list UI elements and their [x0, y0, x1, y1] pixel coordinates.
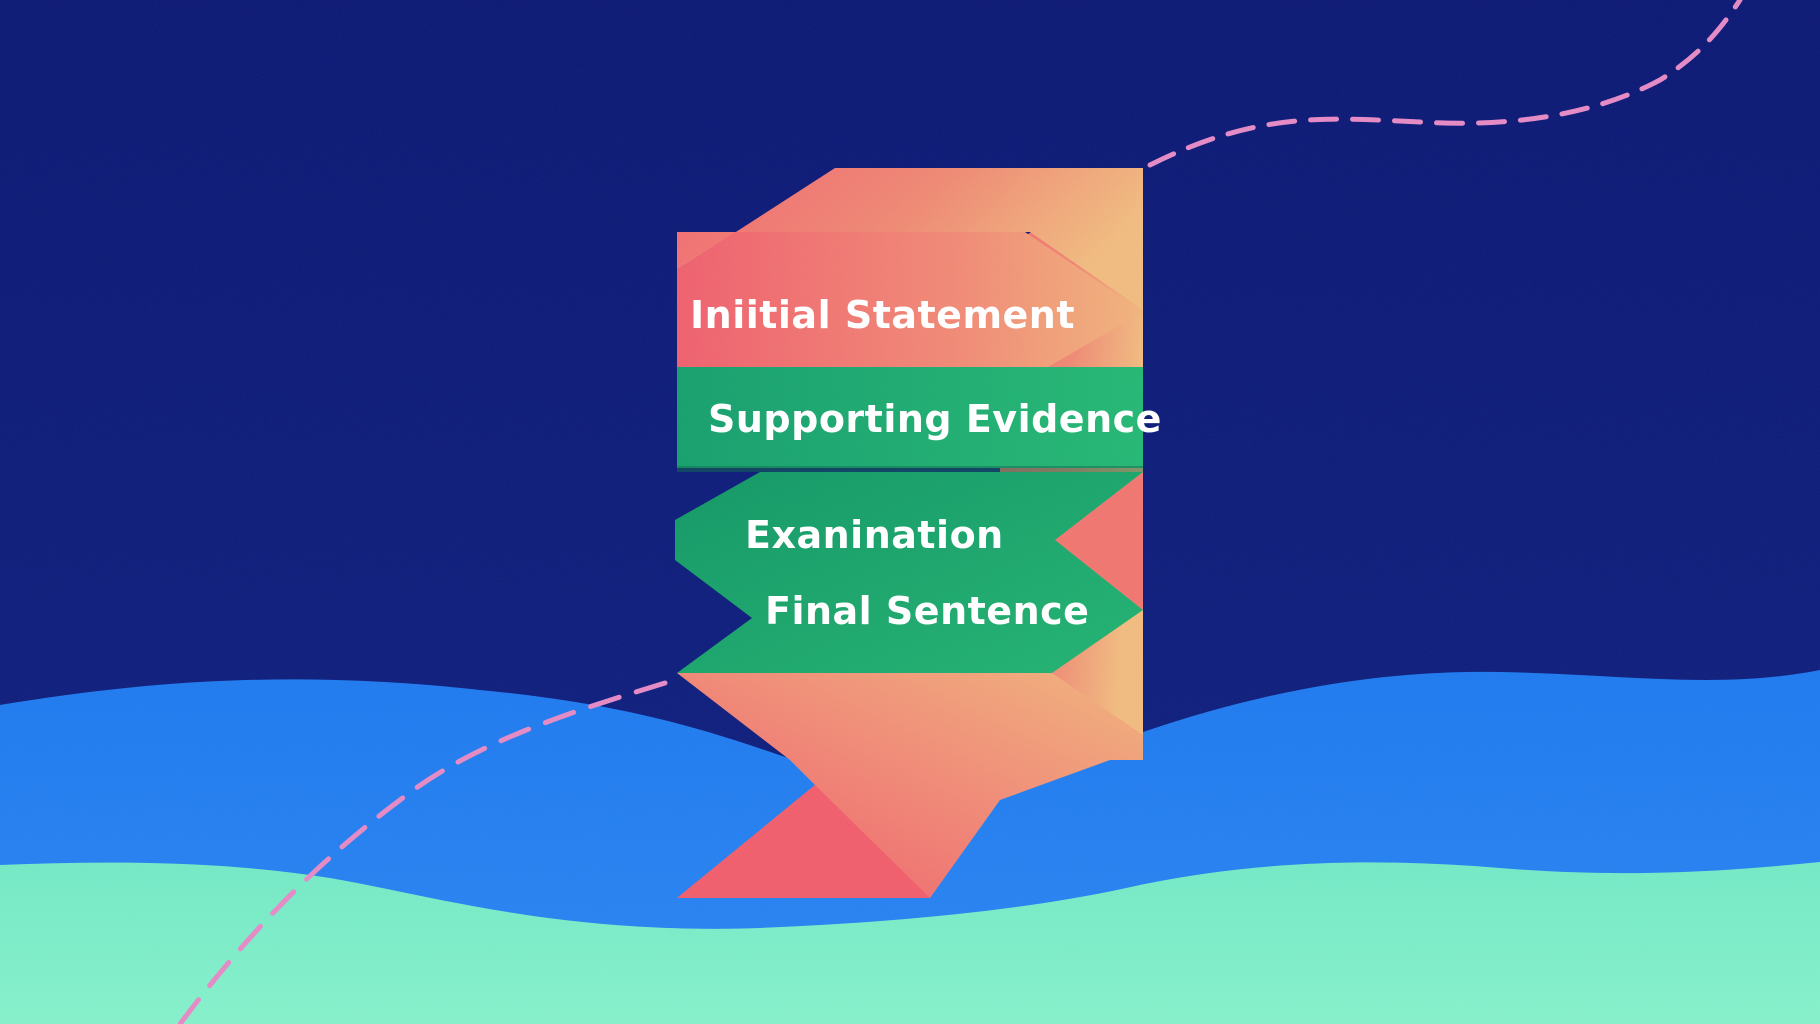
stage-label-initial-statement: Iniitial Statement	[690, 293, 1075, 337]
stage-label-supporting-evidence: Supporting Evidence	[708, 397, 1162, 441]
stage-label-examination: Exanination	[745, 513, 1004, 557]
stage-label-final-sentence: Final Sentence	[765, 589, 1089, 633]
